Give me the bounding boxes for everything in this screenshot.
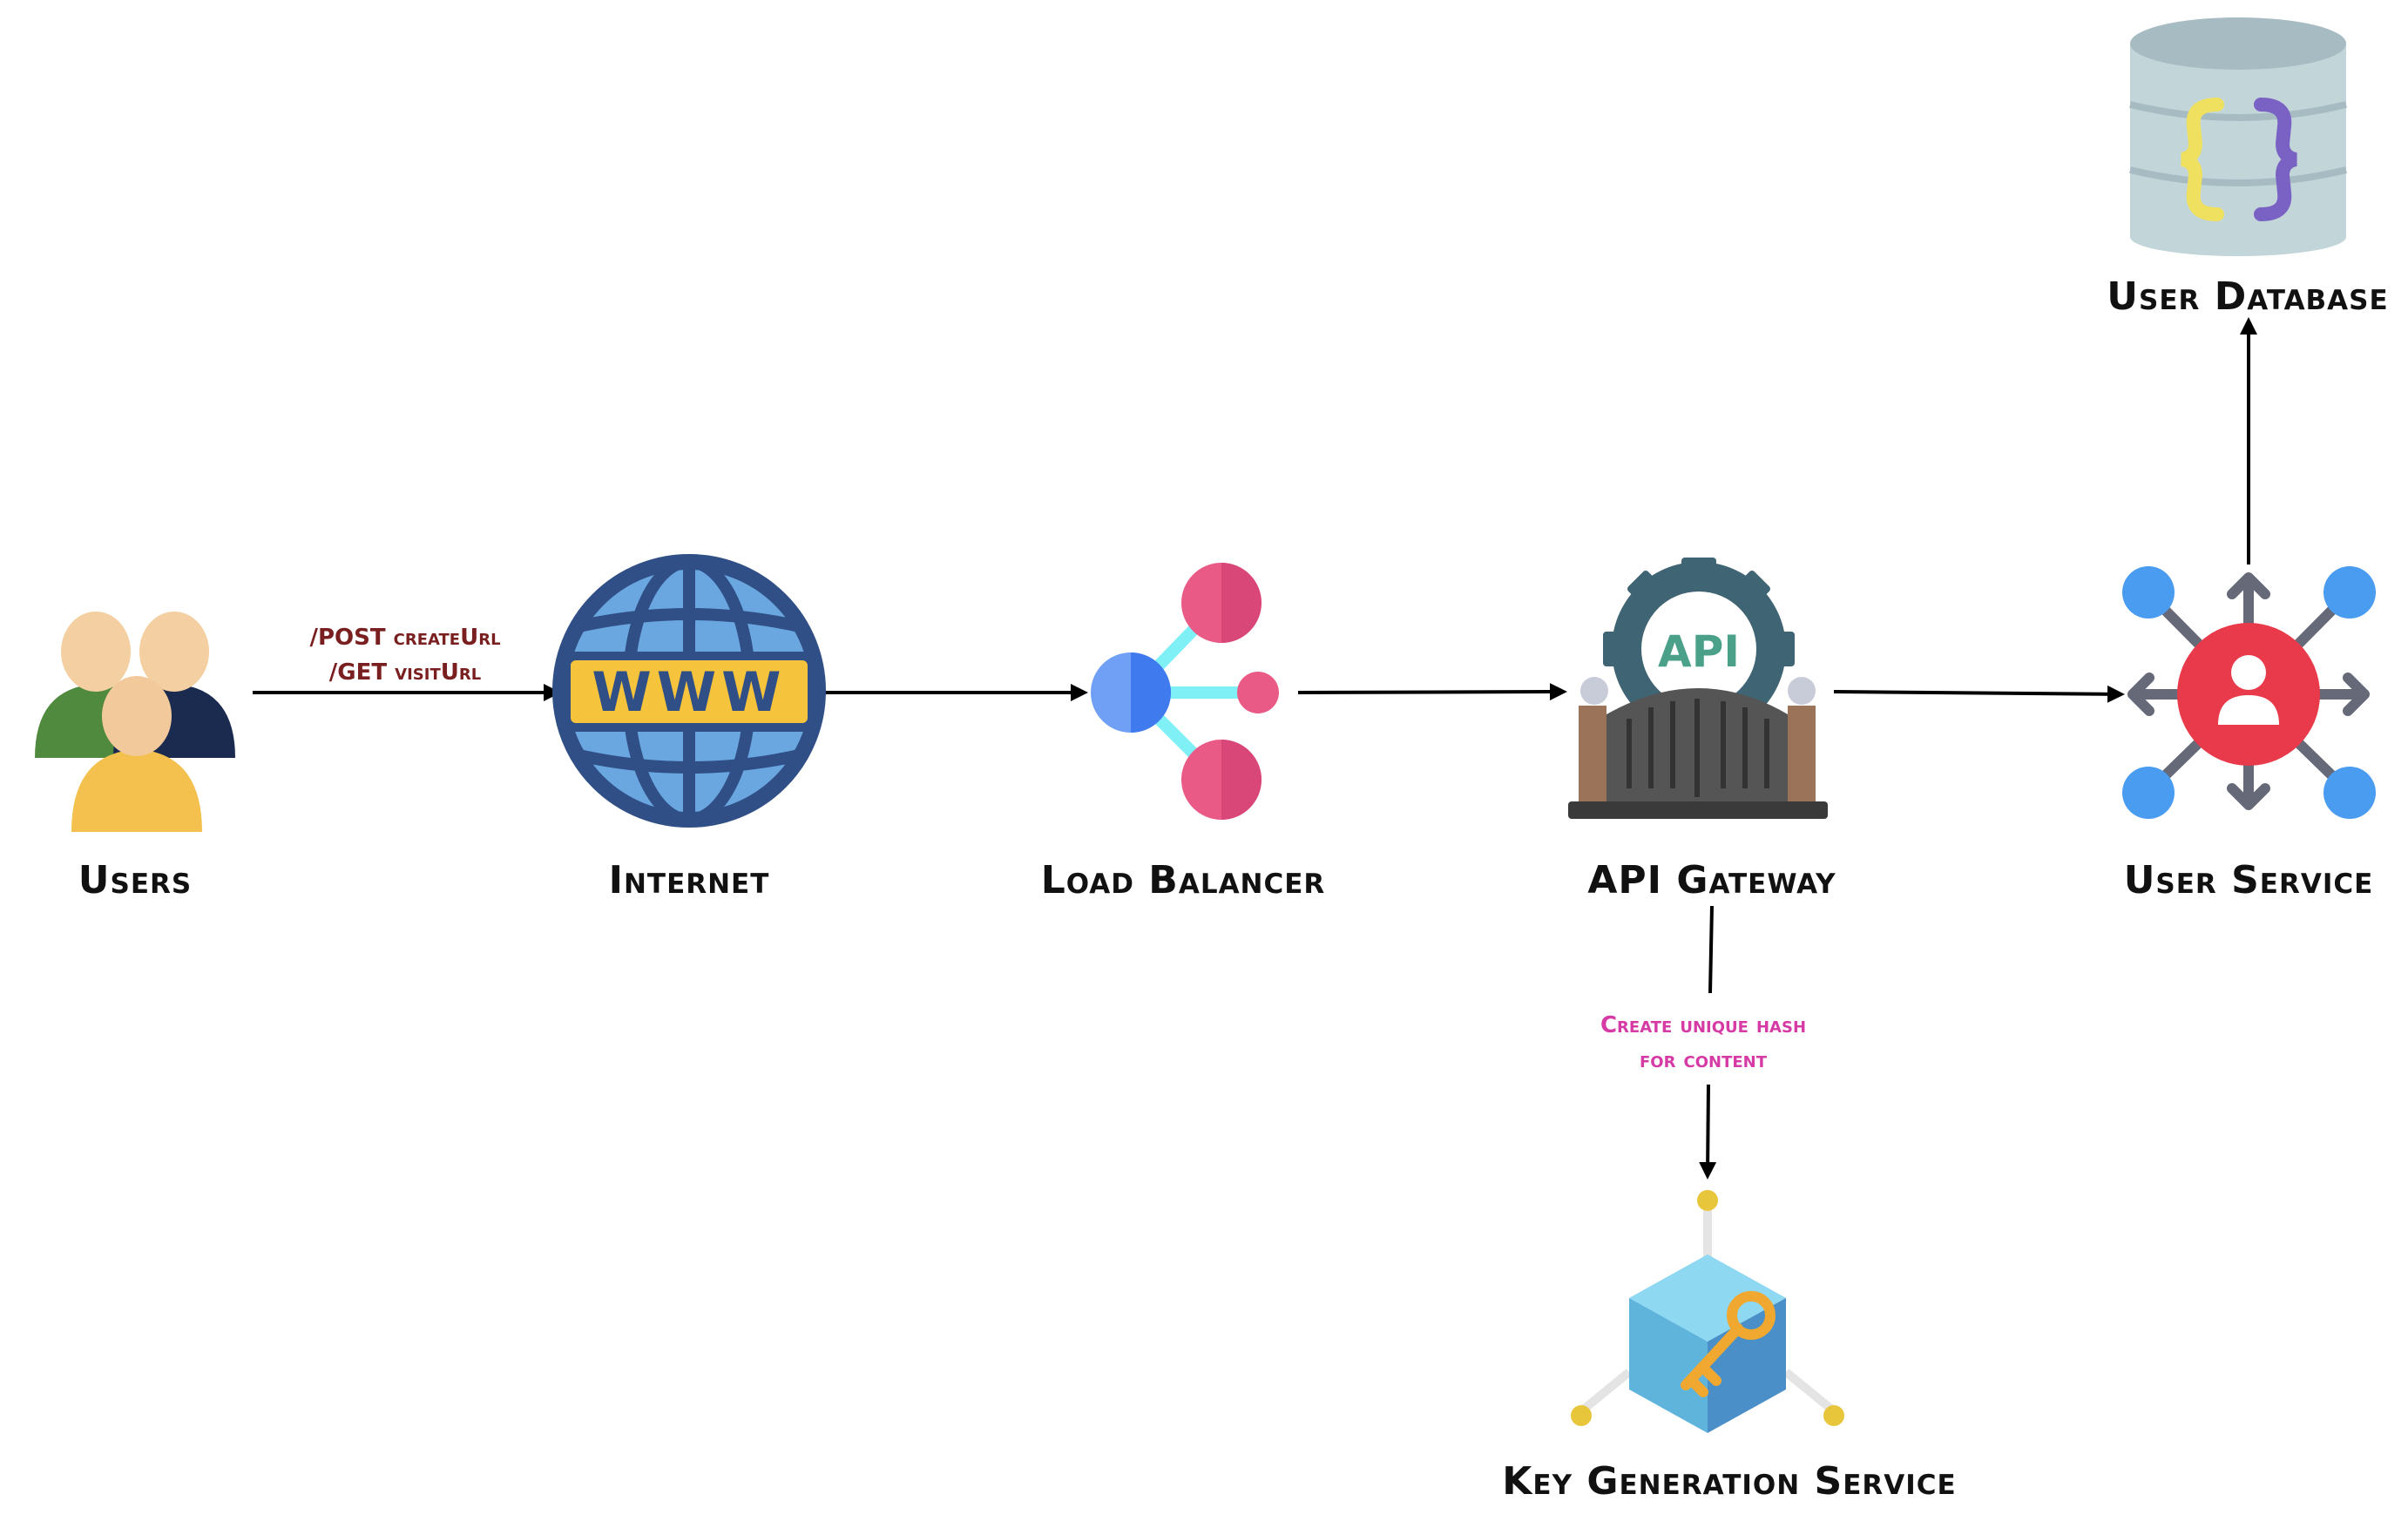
user-database-label: User Database [2107, 274, 2388, 319]
json-database-icon [2129, 17, 2347, 256]
users-group-icon [35, 612, 235, 832]
api-text: API [1658, 626, 1740, 677]
edge-label-post-createurl: /POST createUrl [309, 625, 500, 651]
user-service-label: User Service [2124, 858, 2374, 902]
internet-label: Internet [609, 858, 770, 902]
edge-label-for-content: for content [1640, 1047, 1768, 1073]
edge-gateway-keygen-upper [1708, 905, 1714, 994]
edges [253, 317, 2257, 1180]
www-globe-icon: WWW [552, 554, 826, 828]
users-label: Users [78, 858, 192, 902]
key-generation-service-label: Key Generation Service [1502, 1459, 1956, 1504]
edge-gateway-userservice [1833, 685, 2125, 703]
edge-label-create-hash: Create unique hash [1600, 1012, 1806, 1038]
load-balancer-icon [1091, 563, 1279, 820]
edge-label-get-visiturl: /GET visitUrl [329, 659, 481, 686]
api-gateway-label: API Gateway [1587, 858, 1836, 902]
edge-loadbalancer-gateway [1297, 683, 1567, 701]
load-balancer-label: Load Balancer [1041, 858, 1326, 902]
www-text: WWW [592, 660, 786, 724]
key-cube-icon [1571, 1190, 1844, 1433]
user-service-hub-icon [2122, 566, 2376, 819]
api-gate-icon: API [1568, 558, 1828, 819]
